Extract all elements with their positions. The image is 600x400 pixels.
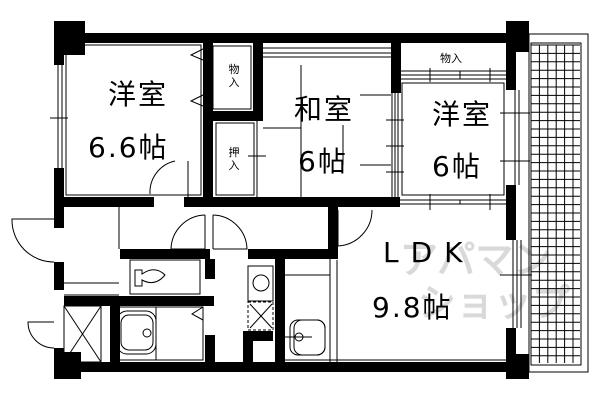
ldk-size: 9.8帖	[372, 291, 453, 324]
japanese-room-name: 和室	[294, 93, 355, 126]
balcony	[528, 33, 589, 373]
ldk-name: LDK	[383, 236, 475, 269]
western-room-2-name: 洋室	[432, 98, 493, 131]
fixtures-lines	[11, 43, 532, 363]
closet-3-label: 物入	[440, 52, 462, 65]
closet-1-label: 物入	[228, 63, 240, 89]
western-room-1-size: 6.6帖	[88, 131, 169, 164]
japanese-room-size: 6帖	[298, 145, 348, 178]
western-room-1-name: 洋室	[108, 78, 169, 111]
oshiire-label: 押入	[228, 146, 240, 172]
western-room-2-size: 6帖	[432, 150, 482, 183]
watermark-line1: アパマン	[400, 238, 552, 282]
watermark-line2: ショップ	[418, 281, 571, 325]
